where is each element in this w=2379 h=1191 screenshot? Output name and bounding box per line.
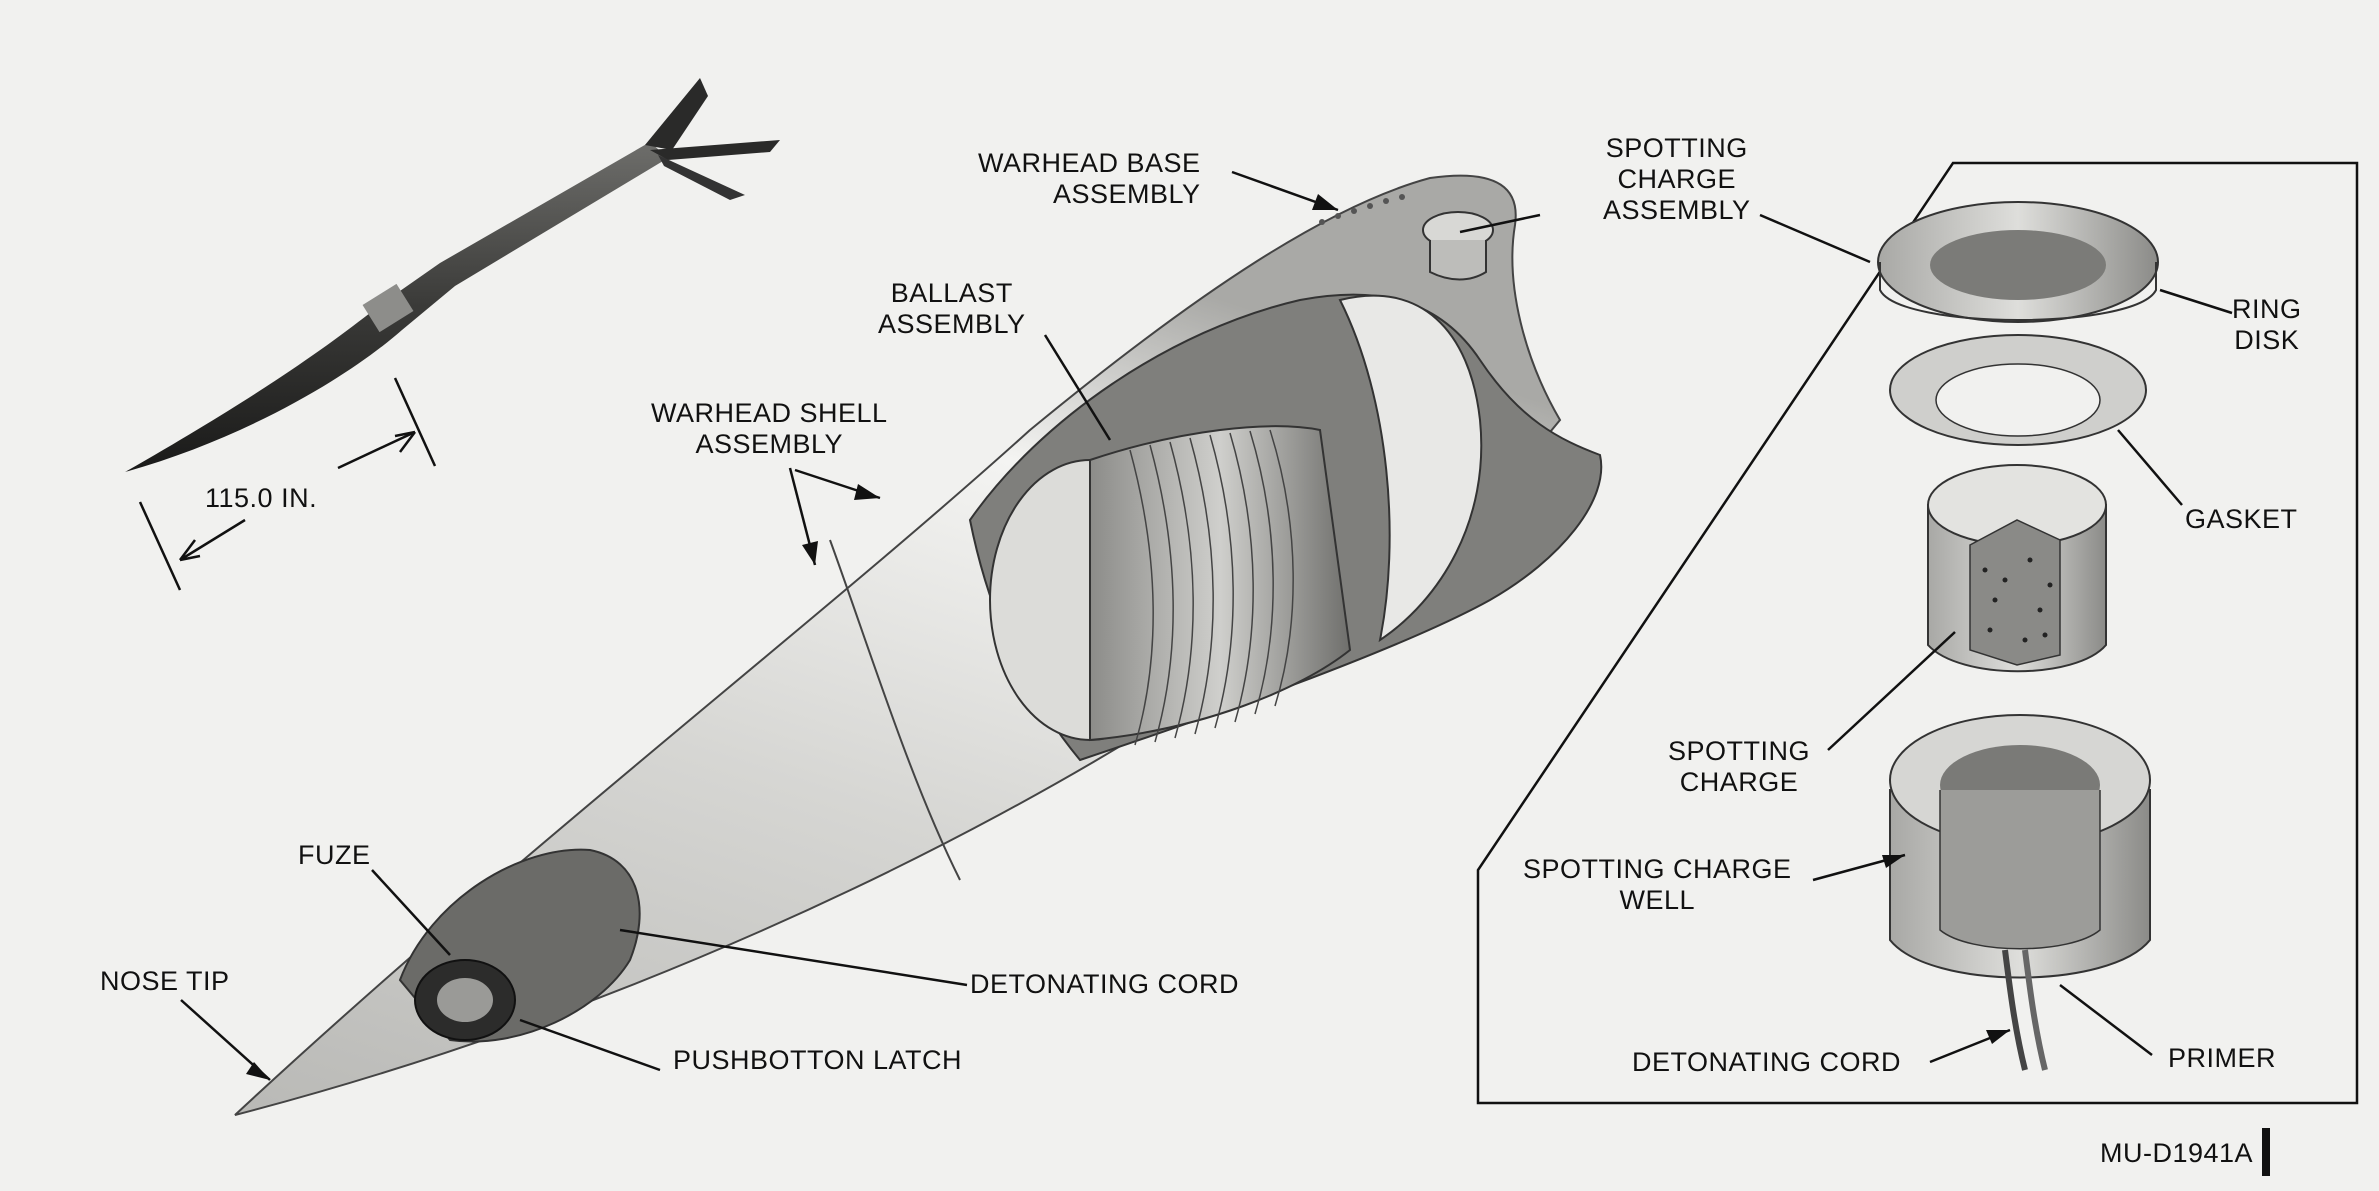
ring-disk-part	[1877, 201, 2159, 323]
gasket-part	[1889, 334, 2147, 446]
label-detonating-cord-detail: DETONATING CORD	[1632, 1047, 1902, 1077]
leader-arrowheads	[246, 194, 2010, 1080]
missile-length-label: 115.0 IN.	[205, 483, 318, 513]
missile-silhouette	[125, 78, 780, 472]
dimension-lines	[138, 377, 437, 591]
label-gasket: GASKET	[2185, 504, 2298, 534]
warhead-shell	[234, 174, 1603, 1116]
label-primer: PRIMER	[2168, 1043, 2277, 1073]
label-detonating-cord-main: DETONATING CORD	[970, 969, 1240, 999]
detail-panel-border	[1476, 161, 2359, 1105]
label-pushbotton-latch: PUSHBOTTON LATCH	[673, 1045, 963, 1075]
label-fuze: FUZE	[298, 840, 371, 870]
spotting-charge-well-part	[1889, 714, 2151, 1071]
spotting-charge-part	[1927, 464, 2107, 673]
figure-id-bar	[2262, 1128, 2270, 1176]
figure-id: MU-D1941A	[2100, 1138, 2254, 1168]
label-nose-tip: NOSE TIP	[100, 966, 230, 996]
